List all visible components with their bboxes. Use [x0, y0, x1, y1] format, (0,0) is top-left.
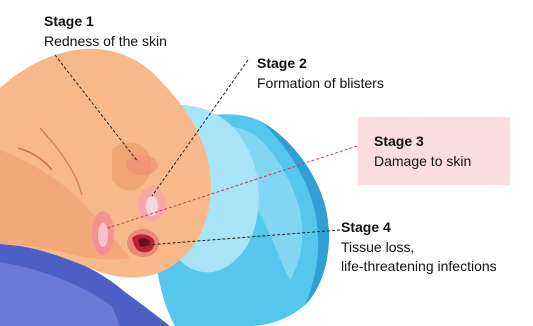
stage3-title: Stage 3 — [374, 133, 471, 150]
stage1-title: Stage 1 — [44, 13, 167, 30]
stage4-label: Stage 4 Tissue loss, life-threatening in… — [341, 219, 497, 275]
stage3-label: Stage 3 Damage to skin — [374, 133, 471, 170]
stage1-description: Redness of the skin — [44, 33, 167, 50]
stage4-title: Stage 4 — [341, 219, 497, 236]
stage1-redness — [126, 155, 158, 175]
stage3-wound — [98, 223, 108, 247]
stage1-label: Stage 1 Redness of the skin — [44, 13, 167, 50]
stage2-label: Stage 2 Formation of blisters — [257, 55, 384, 92]
stage2-description: Formation of blisters — [257, 75, 384, 92]
stage4-description-line1: Tissue loss, — [341, 239, 497, 256]
stage4-description-line2: life-threatening infections — [341, 258, 497, 275]
stage2-title: Stage 2 — [257, 55, 384, 72]
stage3-description: Damage to skin — [374, 153, 471, 170]
